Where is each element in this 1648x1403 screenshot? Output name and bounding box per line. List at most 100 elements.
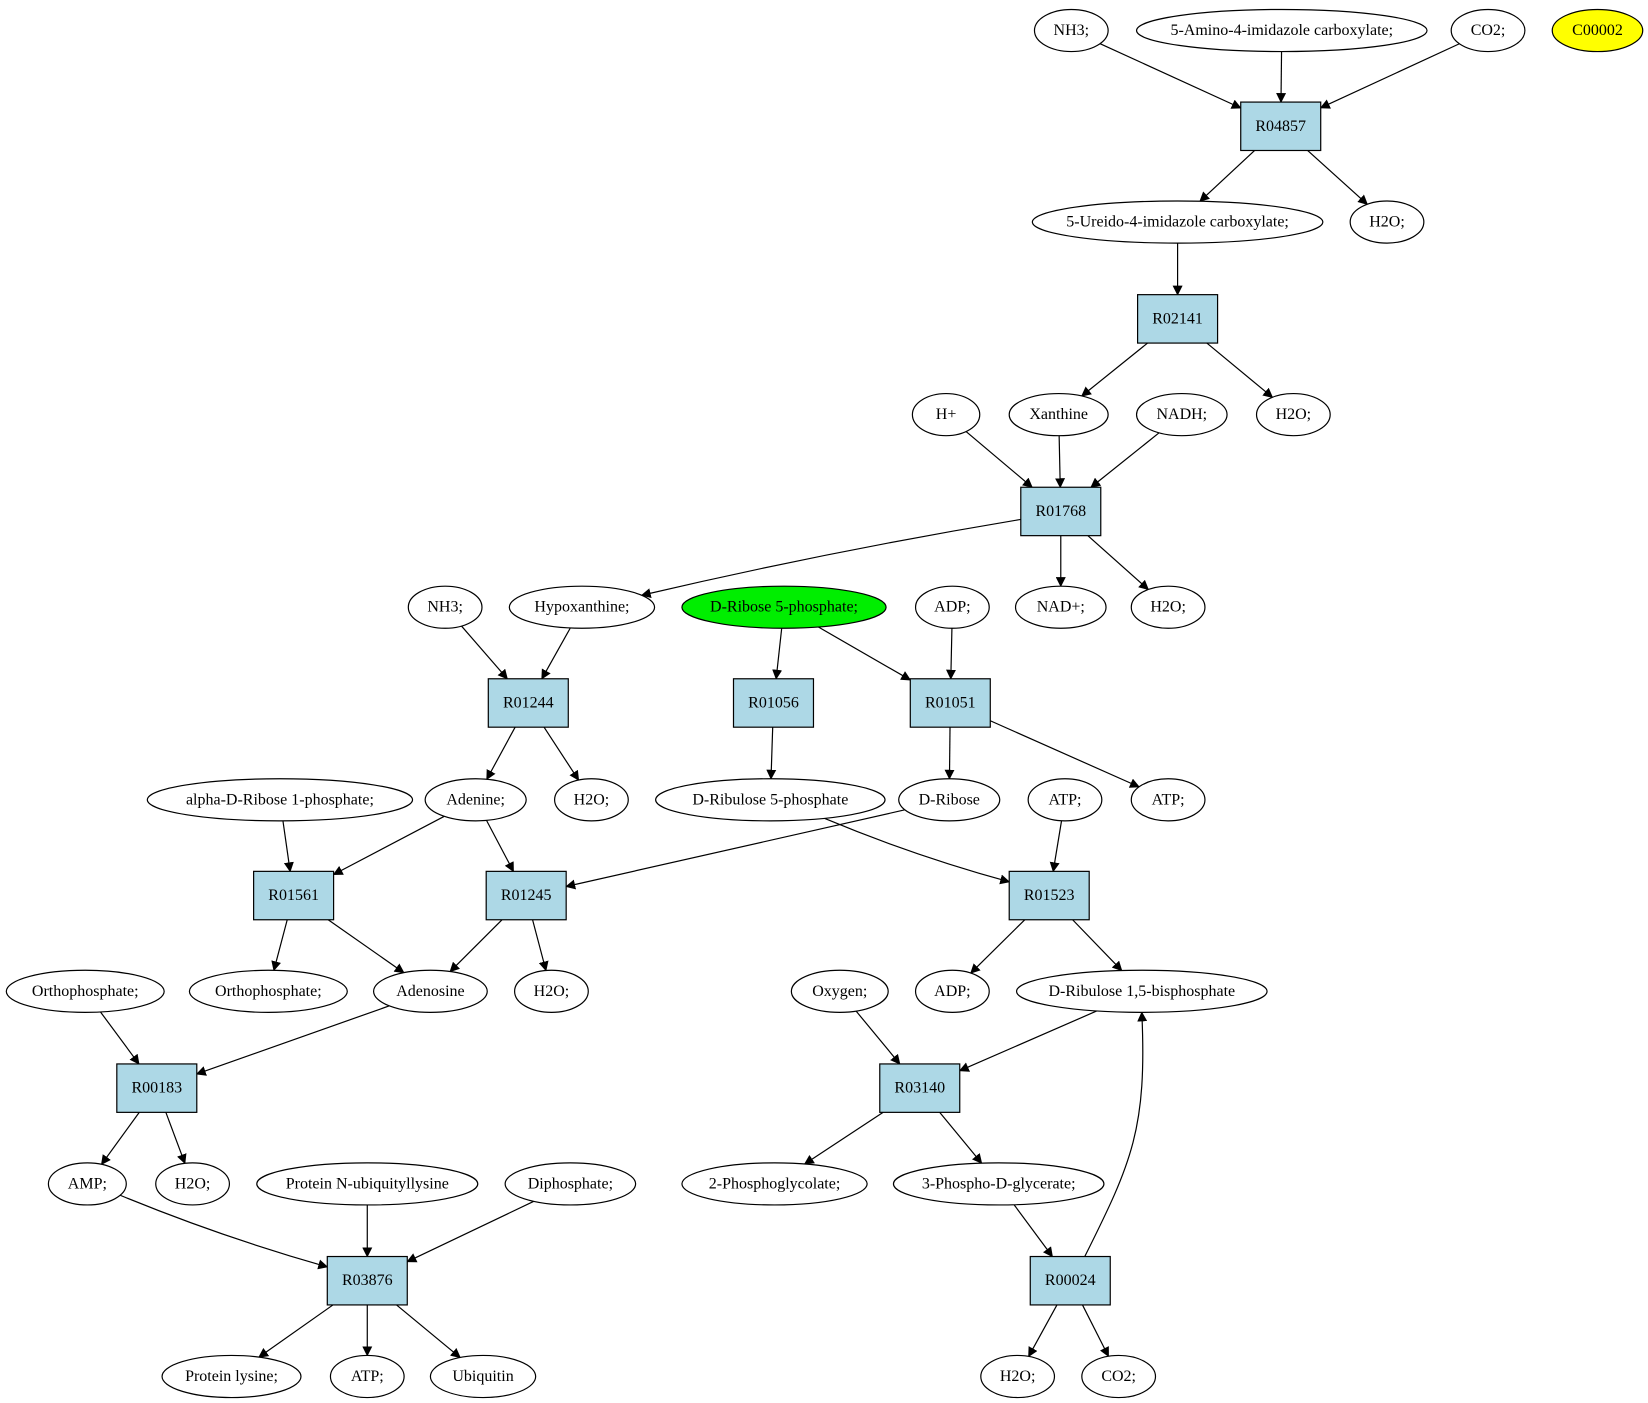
- reaction-label: R01561: [268, 887, 319, 904]
- reaction-label: R01051: [925, 694, 976, 711]
- reaction-node-r01051: R01051: [909, 678, 991, 728]
- compound-node-c-h2o-1: H2O;: [1349, 200, 1425, 244]
- reaction-label: R02141: [1152, 310, 1203, 327]
- compound-label: H2O;: [1276, 406, 1312, 423]
- edge-r-R03140-to-c-2pg: [803, 1111, 884, 1165]
- compound-label: CO2;: [1471, 22, 1506, 39]
- compound-label: C00002: [1572, 22, 1623, 39]
- edge-r-R01523-to-c-adp-low: [970, 919, 1026, 974]
- edge-c-hypox-to-r-R01244: [541, 627, 571, 680]
- edge-c-oxygen-to-r-R03140: [855, 1010, 901, 1065]
- reaction-node-r00183: R00183: [116, 1063, 198, 1113]
- compound-label: H2O;: [175, 1175, 211, 1192]
- compound-ellipse: [256, 1162, 479, 1206]
- compound-ellipse: [508, 585, 656, 629]
- edge-c-r5p-to-r-R01051: [818, 626, 912, 681]
- compound-node-c-h2o-7: H2O;: [980, 1354, 1056, 1399]
- reaction-label: R03140: [894, 1080, 945, 1097]
- edge-r-R00024-to-c-co2-low: [1081, 1304, 1109, 1358]
- reaction-node-r02141: R02141: [1137, 294, 1219, 344]
- compound-ellipse: [914, 585, 990, 629]
- edge-c-dribose-to-r-R01245: [565, 809, 905, 890]
- edge-r-R00183-to-c-amp: [100, 1111, 140, 1166]
- edge-c-ortho-left-to-r-R00183: [100, 1011, 140, 1065]
- edge-c-rubp-to-r-R03140: [958, 1010, 1098, 1072]
- edge-r-R01561-to-c-adenosine: [327, 919, 405, 974]
- edge-c-adenine-to-r-R01245: [485, 820, 514, 873]
- reaction-label: R01056: [748, 694, 799, 711]
- edge-c-hplus-to-r-R01768: [965, 431, 1033, 488]
- compound-label: NH3;: [427, 599, 463, 616]
- compound-node-c-hypox: Hypoxanthine;: [508, 585, 656, 629]
- compound-label: Protein lysine;: [185, 1368, 278, 1385]
- compound-node-c-co2-low: CO2;: [1081, 1354, 1157, 1399]
- compound-node-c-ortho-left: Orthophosphate;: [5, 969, 165, 1013]
- reaction-box: [732, 678, 815, 728]
- compound-ellipse: [1135, 392, 1228, 437]
- compound-node-c-3pg: 3-Phospho-D-glycerate;: [892, 1162, 1105, 1206]
- reaction-box: [909, 678, 991, 728]
- edge-c-r5p-to-r-R01056: [772, 628, 783, 680]
- compound-ellipse: [1450, 8, 1526, 53]
- reaction-box: [253, 870, 335, 921]
- compound-ellipse: [372, 969, 488, 1013]
- edge-c-adenosine-to-r-R00183: [195, 1005, 390, 1076]
- reaction-box: [487, 678, 569, 728]
- edge-r-R01768-to-c-hypox: [640, 518, 1021, 599]
- compound-label: Ubiquitin: [452, 1368, 513, 1385]
- compound-label: H2O;: [1150, 599, 1186, 616]
- compound-label: NAD+;: [1037, 599, 1085, 616]
- reaction-box: [879, 1063, 961, 1113]
- compound-node-c-ru5p: D-Ribulose 5-phosphate: [655, 778, 886, 822]
- reaction-label: R01245: [501, 887, 552, 904]
- edge-c-aica-to-r-R04857: [1276, 51, 1287, 104]
- compound-ellipse: [655, 778, 886, 822]
- compound-label: Adenosine: [396, 983, 464, 1000]
- compound-ellipse: [914, 969, 990, 1013]
- compound-ellipse: [329, 1354, 405, 1399]
- reaction-box: [1240, 101, 1322, 152]
- compound-label: Adenine;: [446, 791, 505, 808]
- edge-r-R01244-to-c-h2o-4: [543, 726, 580, 781]
- compound-label: 5-Ureido-4-imidazole carboxylate;: [1066, 214, 1289, 231]
- compound-label: ADP;: [934, 983, 970, 1000]
- compound-node-c-co2-top: CO2;: [1450, 8, 1526, 53]
- compound-ellipse: [1015, 969, 1268, 1013]
- reaction-label: R00183: [131, 1080, 182, 1097]
- compound-ellipse: [188, 969, 348, 1013]
- edge-r-R03140-to-c-3pg: [939, 1111, 983, 1164]
- compound-label: H2O;: [534, 983, 570, 1000]
- compound-node-c-xanthine: Xanthine: [1008, 392, 1109, 437]
- compound-ellipse: [424, 778, 527, 822]
- reaction-box: [116, 1063, 198, 1113]
- edges-layer: [100, 43, 1460, 1359]
- edge-r-R02141-to-c-xanthine: [1081, 342, 1148, 397]
- compound-label: ATP;: [1152, 791, 1185, 808]
- edge-c-adenine-to-r-R01561: [332, 815, 445, 876]
- edge-c-adp-top-to-r-R01051: [946, 628, 957, 680]
- compound-ellipse: [1130, 778, 1206, 822]
- edge-c-ru5p-to-r-R01523: [824, 817, 1011, 885]
- compound-ellipse: [1008, 392, 1109, 437]
- compound-label: ATP;: [1049, 791, 1082, 808]
- compound-node-c-dribose: D-Ribose: [898, 778, 1001, 822]
- edge-r-R00183-to-c-h2o-6: [165, 1112, 187, 1165]
- compound-ellipse: [407, 585, 483, 629]
- compound-ellipse: [1033, 8, 1109, 53]
- compound-label: AMP;: [68, 1175, 107, 1192]
- compound-label: Orthophosphate;: [215, 983, 322, 1000]
- edge-r-R00024-to-c-rubp: [1084, 1011, 1148, 1257]
- edge-c-co2-top-to-r-R04857: [1319, 43, 1460, 109]
- edge-r-R04857-to-c-h2o-1: [1307, 150, 1369, 205]
- edge-r-R01561-to-c-ortho-mid: [271, 919, 288, 972]
- compound-label: H2O;: [1000, 1368, 1036, 1385]
- compound-label: Diphosphate;: [528, 1175, 613, 1192]
- edge-r-R01245-to-c-h2o-5: [531, 919, 549, 972]
- compound-node-c-aica: 5-Amino-4-imidazole carboxylate;: [1135, 8, 1428, 53]
- edge-r-R02141-to-c-h2o-2: [1206, 342, 1274, 398]
- compound-label: NADH;: [1156, 406, 1207, 423]
- compound-node-c-nh3-mid: NH3;: [407, 585, 483, 629]
- compound-node-c-ortho-mid: Orthophosphate;: [188, 969, 348, 1013]
- compound-label: H+: [936, 406, 957, 423]
